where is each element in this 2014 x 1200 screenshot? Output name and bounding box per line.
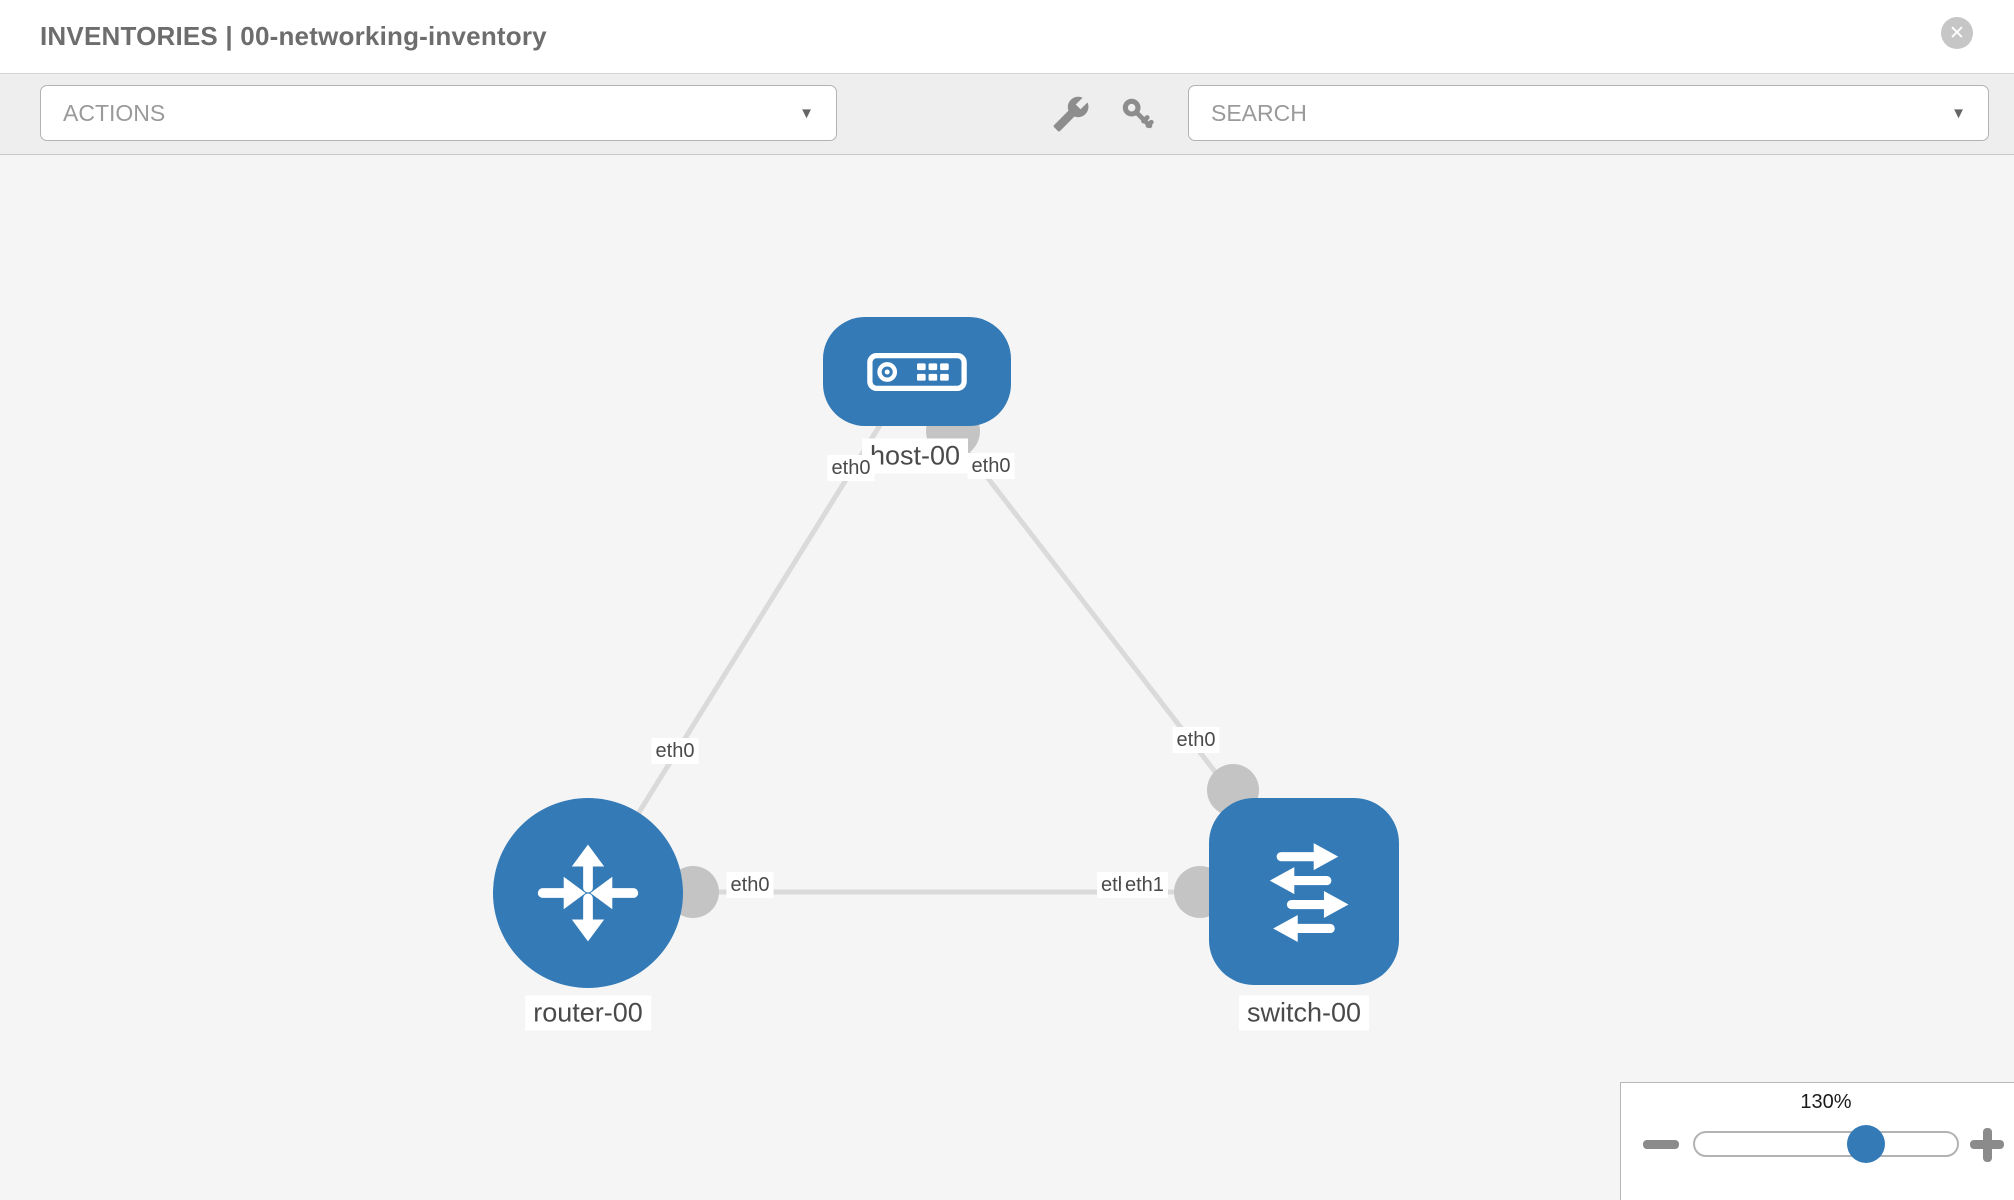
actions-dropdown[interactable]: ACTIONS ▼ <box>40 85 837 141</box>
wrench-icon[interactable] <box>1052 95 1090 133</box>
key-icon[interactable] <box>1119 95 1157 133</box>
node-label-router: router-00 <box>525 995 651 1031</box>
header: INVENTORIES | 00-networking-inventory ✕ <box>0 0 2014 73</box>
close-button[interactable]: ✕ <box>1941 17 1973 49</box>
actions-dropdown-label: ACTIONS <box>63 99 166 126</box>
search-dropdown[interactable]: SEARCH ▼ <box>1188 85 1989 141</box>
link-host-router[interactable] <box>597 415 888 877</box>
zoom-level: 130% <box>1800 1091 1852 1113</box>
node-switch-00[interactable] <box>1209 798 1399 985</box>
port-label-router-eth0-right: eth0 <box>726 872 774 898</box>
node-label-switch: switch-00 <box>1238 995 1370 1031</box>
port-label-switch-eth0-top: eth0 <box>1172 727 1220 753</box>
zoom-slider-thumb[interactable] <box>1847 1125 1885 1163</box>
topology-graph <box>597 404 1259 918</box>
port-label-host-eth0-right: eth0 <box>967 453 1015 479</box>
page-title: INVENTORIES | 00-networking-inventory <box>40 21 547 51</box>
chevron-down-icon: ▼ <box>1951 104 1966 122</box>
port-label-router-eth0-top: eth0 <box>651 738 699 764</box>
close-icon: ✕ <box>1949 23 1965 44</box>
zoom-panel: 130% <box>1620 1082 2014 1200</box>
router-icon <box>537 844 639 942</box>
switch-icon <box>1269 842 1349 942</box>
chevron-down-icon: ▼ <box>799 104 814 122</box>
port-label-switch-eth1: eth1 <box>1121 872 1168 898</box>
toolbar: ACTIONS ▼ SEARCH ▼ <box>0 73 2014 155</box>
zoom-out-button[interactable] <box>1643 1140 1679 1149</box>
zoom-in-button[interactable] <box>1968 1126 2006 1164</box>
node-host-00[interactable] <box>823 317 1011 426</box>
node-label-host: host-00 <box>861 438 969 474</box>
zoom-slider[interactable] <box>1693 1125 1959 1163</box>
search-dropdown-label: SEARCH <box>1211 99 1307 126</box>
host-icon <box>867 352 967 391</box>
topology-canvas[interactable]: host-00 router-00 switch-00 eth0 eth0 et… <box>0 155 2014 1200</box>
port-label-host-eth0-left: eth0 <box>827 455 875 481</box>
node-router-00[interactable] <box>493 798 683 988</box>
